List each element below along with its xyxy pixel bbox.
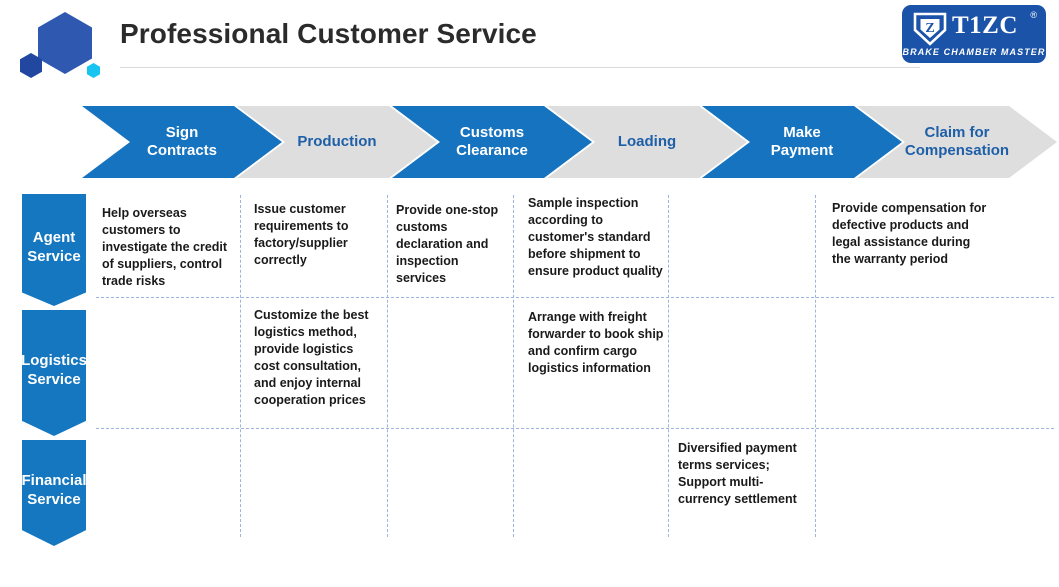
grid-column-divider [815, 195, 816, 537]
hexagon-large-icon [38, 12, 92, 74]
brand-name: T1ZC [952, 12, 1018, 39]
svg-text:Z: Z [925, 21, 934, 36]
matrix-cell-logistics-loading: Arrange with freight forwarder to book s… [528, 310, 664, 375]
decorative-hexagon-logo [18, 8, 114, 84]
grid-row-divider [96, 297, 1054, 298]
brand-tagline: BRAKE CHAMBER MASTER [902, 47, 1046, 57]
service-matrix: Help overseas customers to investigate t… [96, 189, 1056, 537]
flow-step-label: Loading [617, 133, 677, 150]
matrix-cell-agent-loading: Sample inspection according to customer'… [528, 196, 663, 278]
hexagon-dot-icon [87, 63, 100, 78]
matrix-cell-agent-claim-for-compensation: Provide compensation for defective produ… [832, 201, 987, 266]
matrix-cell-agent-sign-contracts: Help overseas customers to investigate t… [102, 206, 228, 288]
flow-step-label: Production [297, 133, 377, 150]
page-title: Professional Customer Service [120, 18, 537, 49]
title-divider [120, 67, 920, 68]
matrix-cell-financial-make-payment: Diversified payment terms services; Supp… [678, 441, 797, 506]
matrix-cell-agent-production: Issue customer requirements to factory/s… [254, 202, 349, 267]
grid-column-divider [240, 195, 241, 537]
grid-column-divider [387, 195, 388, 537]
brand-logo: Z T1ZC ® BRAKE CHAMBER MASTER [902, 5, 1046, 63]
grid-row-divider [96, 428, 1054, 429]
shield-icon: Z [913, 12, 947, 46]
grid-column-divider [668, 195, 669, 537]
hexagon-small-icon [20, 53, 42, 78]
matrix-cell-agent-customs-clearance: Provide one-stop customs declaration and… [396, 203, 499, 285]
registered-mark: ® [1030, 10, 1037, 20]
matrix-cell-logistics-production: Customize the best logistics method, pro… [254, 308, 369, 407]
grid-column-divider [513, 195, 514, 537]
